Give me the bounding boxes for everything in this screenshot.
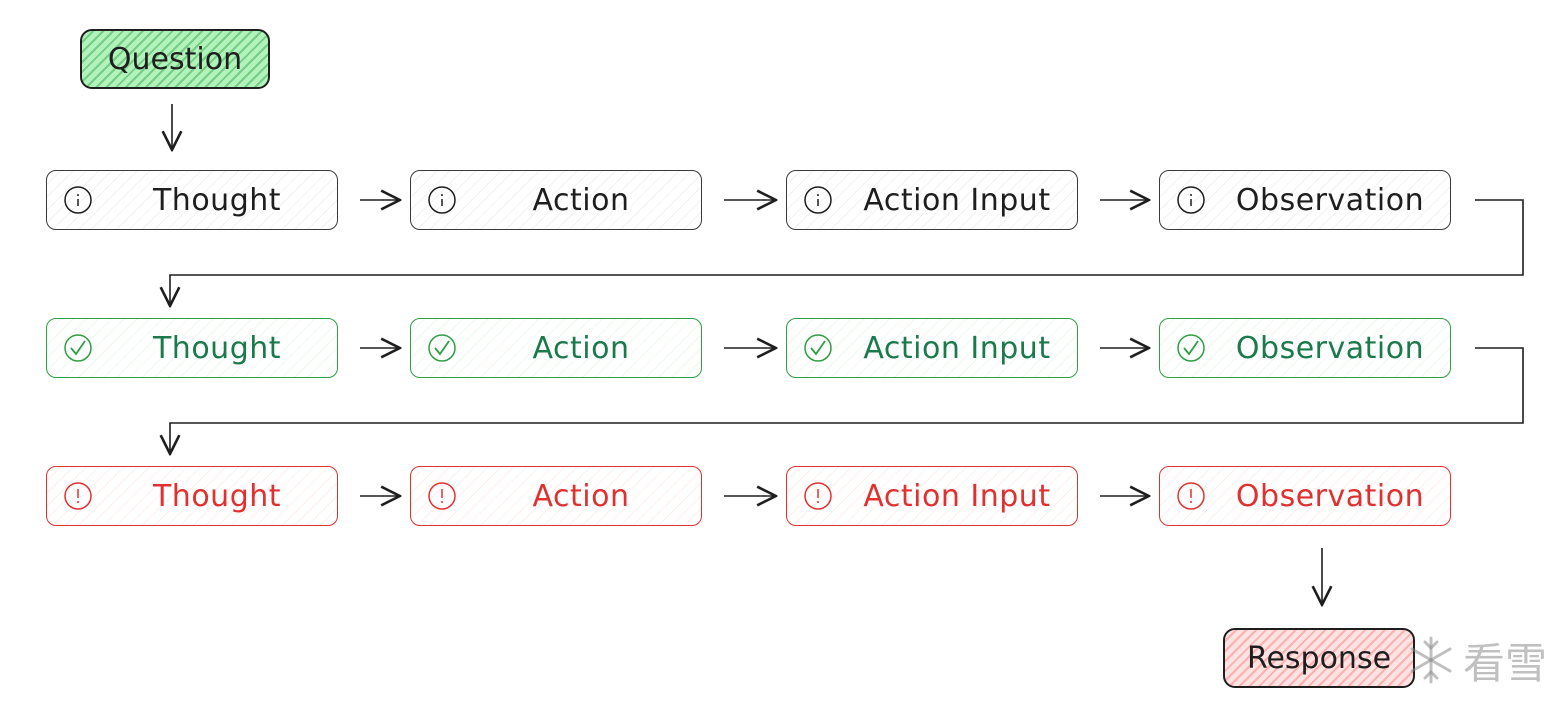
gray-action-node: Action [410, 170, 702, 230]
step-label: Observation [1235, 478, 1425, 514]
step-label: Action [532, 478, 630, 514]
red-thought-node: Thought [46, 466, 338, 526]
check-circle-icon [804, 334, 832, 362]
red-action-input-node: Action Input [786, 466, 1078, 526]
arrow-wrap-row1-to-row2 [170, 199, 1524, 304]
step-label: Thought [152, 478, 282, 514]
step-label: Observation [1235, 330, 1425, 366]
snowflake-icon [1410, 636, 1452, 684]
step-label: Thought [152, 330, 282, 366]
green-thought-node: Thought [46, 318, 338, 378]
info-icon [64, 186, 92, 214]
step-label: Observation [1235, 182, 1425, 218]
gray-action-input-node: Action Input [786, 170, 1078, 230]
step-label: Thought [152, 182, 282, 218]
step-label: Action Input [863, 330, 1051, 366]
green-observation-node: Observation [1159, 318, 1451, 378]
arrow-wrap-row2-to-row3 [170, 347, 1524, 452]
alert-icon [428, 482, 456, 510]
info-icon [1177, 186, 1205, 214]
check-circle-icon [428, 334, 456, 362]
alert-icon [64, 482, 92, 510]
check-circle-icon [64, 334, 92, 362]
info-icon [428, 186, 456, 214]
question-node: Question [80, 29, 270, 89]
red-action-node: Action [410, 466, 702, 526]
watermark-text: 看雪 [1463, 638, 1548, 688]
check-circle-icon [1177, 334, 1205, 362]
gray-thought-node: Thought [46, 170, 338, 230]
red-observation-node: Observation [1159, 466, 1451, 526]
step-label: Action [532, 182, 630, 218]
green-action-input-node: Action Input [786, 318, 1078, 378]
step-label: Action Input [863, 182, 1051, 218]
question-label: Question [107, 41, 243, 77]
step-label: Action [532, 330, 630, 366]
info-icon [804, 186, 832, 214]
step-label: Action Input [863, 478, 1051, 514]
response-node: Response [1223, 628, 1415, 688]
alert-icon [804, 482, 832, 510]
watermark: 看雪 [1405, 628, 1547, 692]
gray-observation-node: Observation [1159, 170, 1451, 230]
green-action-node: Action [410, 318, 702, 378]
response-label: Response [1246, 640, 1392, 676]
alert-icon [1177, 482, 1205, 510]
